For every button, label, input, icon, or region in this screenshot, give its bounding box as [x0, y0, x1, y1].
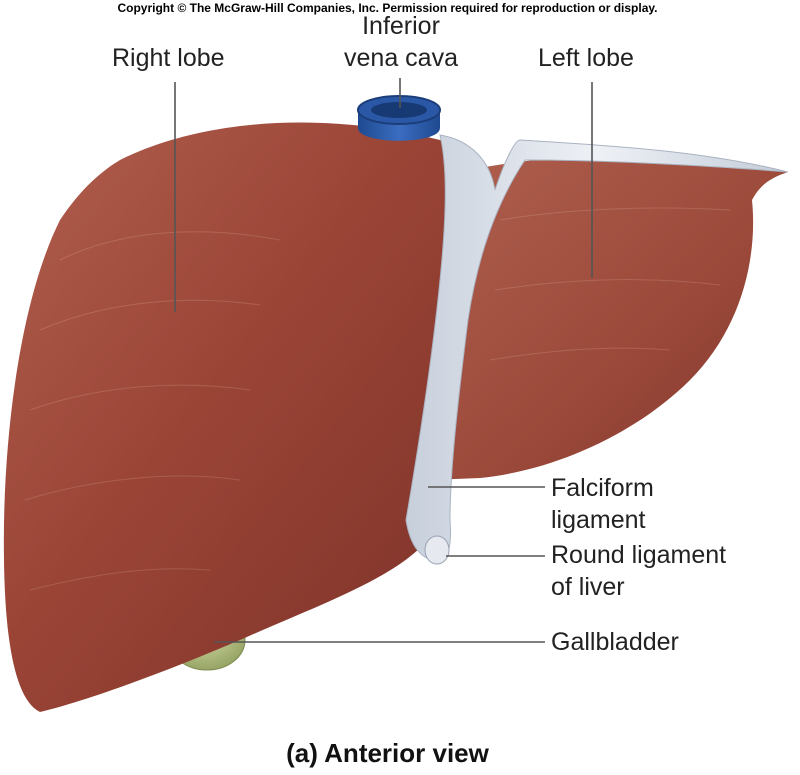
label-falciform-line1: Falciform	[551, 474, 654, 502]
right-lobe-shape	[3, 122, 474, 713]
label-gallbladder: Gallbladder	[551, 628, 679, 656]
label-ivc-line2: vena cava	[344, 44, 458, 72]
label-round-line1: Round ligament	[551, 541, 727, 569]
figure-caption: (a) Anterior view	[286, 738, 489, 768]
label-ivc-line1: Inferior	[362, 12, 440, 40]
label-round-line2: of liver	[551, 573, 625, 601]
left-lobe-shape	[430, 155, 788, 480]
label-falciform-line2: ligament	[551, 506, 646, 534]
label-left-lobe: Left lobe	[538, 44, 634, 72]
copyright-notice: Copyright © The McGraw-Hill Companies, I…	[117, 1, 658, 15]
inferior-vena-cava-shape	[357, 95, 441, 141]
left-lobe-texture	[489, 207, 731, 361]
round-ligament-tip	[424, 535, 450, 565]
label-right-lobe: Right lobe	[112, 44, 225, 72]
falciform-ligament-shape	[405, 134, 789, 563]
right-lobe-texture	[24, 231, 281, 591]
